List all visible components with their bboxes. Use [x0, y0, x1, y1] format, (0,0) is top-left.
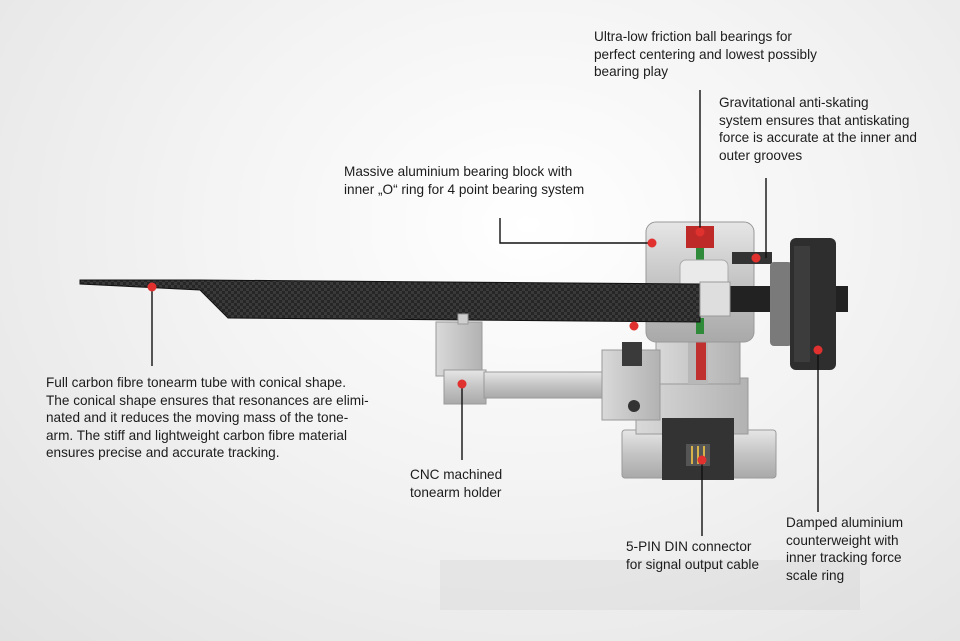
callout-line: counterweight with	[786, 532, 899, 548]
marker-counterweight	[813, 345, 823, 355]
callout-line: nated and it reduces the moving mass of …	[46, 410, 349, 425]
callout-line: Full carbon fibre tonearm tube with coni…	[46, 375, 346, 390]
callout-line: 5-PIN DIN connector	[626, 539, 752, 554]
callout-bearing-block: Massive aluminium bearing block with inn…	[344, 163, 584, 198]
callout-line: scale ring	[786, 567, 845, 583]
callout-anti-skating: Gravitational anti-skating system ensure…	[719, 94, 917, 164]
counterweight	[770, 238, 836, 370]
callout-line: arm. The stiff and lightweight carbon fi…	[46, 427, 347, 443]
marker-aux-1	[629, 321, 639, 331]
marker-tonearm-holder	[457, 379, 467, 389]
carbon-tonearm-tube	[79, 279, 701, 323]
callout-line: Ultra-low friction ball bearings for	[594, 29, 792, 44]
callout-line: Damped aluminium	[786, 515, 904, 530]
marker-anti-skating	[751, 253, 761, 263]
callout-line: ensures precise and accurate tracking.	[46, 445, 280, 460]
floor-reflection	[440, 560, 860, 610]
callout-tonearm-tube: Full carbon fibre tonearm tube with coni…	[46, 374, 369, 462]
callout-counterweight: Damped aluminium counterweight with inne…	[786, 514, 903, 584]
callout-line: tonearm holder	[410, 484, 502, 500]
callout-line: inner tracking force	[786, 550, 902, 565]
callout-bearings: Ultra-low friction ball bearings for per…	[594, 28, 817, 81]
callout-line: Gravitational anti-skating	[719, 95, 869, 110]
marker-tonearm-tube	[147, 282, 157, 292]
tonearm-holder	[435, 313, 661, 421]
callout-line: inner „O“ ring for 4 point bearing syste…	[344, 181, 585, 197]
leader-bearing-block	[499, 218, 652, 244]
callout-tonearm-holder: CNC machined tonearm holder	[410, 466, 502, 501]
arm-base	[621, 377, 777, 480]
leader-lines	[151, 90, 819, 536]
callout-line: The conical shape ensures that resonance…	[46, 392, 369, 408]
callout-line: bearing play	[594, 64, 669, 79]
callout-line: perfect centering and lowest possibly	[594, 46, 817, 62]
callout-line: CNC machined	[410, 467, 503, 482]
callout-line: Massive aluminium bearing block with	[344, 164, 573, 179]
callout-din-connector: 5-PIN DIN connector for signal output ca…	[626, 538, 759, 573]
callout-line: system ensures that antiskating	[719, 112, 910, 128]
callout-line: for signal output cable	[626, 556, 760, 572]
callout-line: outer grooves	[719, 147, 803, 163]
callout-markers	[147, 227, 823, 465]
marker-bearings	[695, 227, 705, 237]
marker-din-connector	[697, 455, 707, 465]
marker-bearing-block	[647, 238, 657, 248]
callout-line: force is accurate at the inner and	[719, 130, 917, 145]
